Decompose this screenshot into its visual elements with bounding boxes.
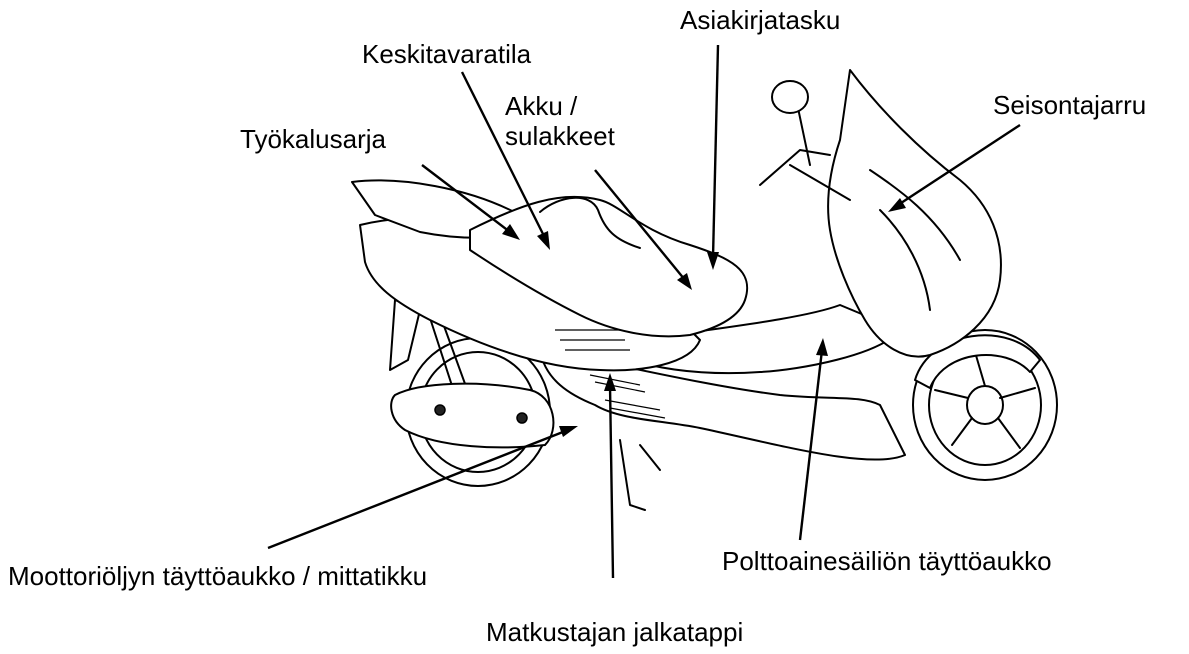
center-stand: [620, 440, 660, 510]
label-seisontajarru: Seisontajarru: [993, 90, 1146, 120]
label-akku-line2: sulakkeet: [505, 121, 615, 151]
label-moottorioljy: Moottoriöljyn täyttöaukko / mittatikku: [8, 561, 427, 591]
label-polttoaine: Polttoainesäiliön täyttöaukko: [722, 546, 1052, 576]
label-akku-line1: Akku /: [505, 91, 615, 121]
label-keskitavaratila: Keskitavaratila: [362, 39, 531, 69]
scooter-drawing: [352, 70, 1057, 510]
label-matkustajan: Matkustajan jalkatappi: [486, 617, 743, 647]
label-tyokalusarja: Työkalusarja: [240, 124, 386, 154]
label-asiakirjatasku: Asiakirjatasku: [680, 5, 840, 35]
label-akku: Akku / sulakkeet: [505, 91, 615, 151]
